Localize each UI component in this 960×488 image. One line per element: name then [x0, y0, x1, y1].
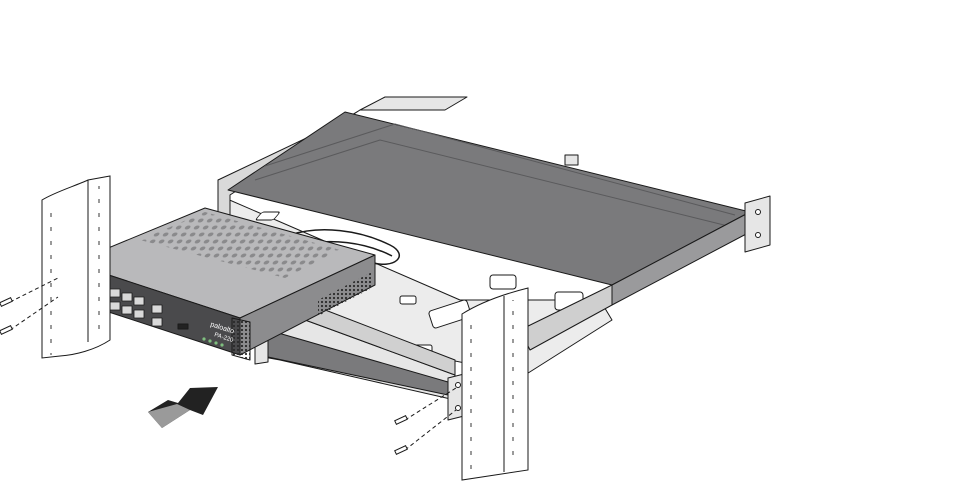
rear-bracket-right	[744, 195, 771, 253]
floor-slot	[428, 299, 472, 329]
rack-post-left	[41, 175, 111, 359]
rear-rail-top	[359, 96, 468, 111]
floor-slot	[489, 274, 517, 290]
tray-front-panel	[254, 307, 469, 421]
front-vent-right	[231, 317, 251, 361]
floor-slot	[399, 295, 417, 305]
screw-guides-right	[404, 387, 457, 451]
device-vent-top	[140, 212, 340, 278]
usb-port	[177, 323, 189, 330]
screw-guides-left	[9, 277, 59, 331]
cable-bundle	[289, 229, 400, 265]
rack-post-right	[461, 287, 529, 481]
status-leds	[202, 337, 224, 347]
model-label: PA-220	[213, 332, 234, 344]
device-side-vent	[318, 272, 372, 316]
screw-icon	[0, 296, 408, 456]
floor-slot	[255, 211, 280, 221]
insert-direction-arrow	[148, 387, 218, 428]
